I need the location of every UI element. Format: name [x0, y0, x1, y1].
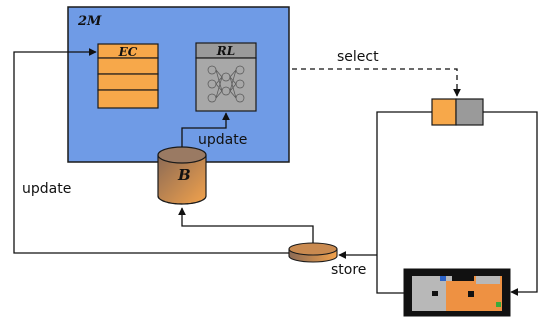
ec-module: EC — [97, 43, 159, 109]
select-label: select — [337, 49, 379, 65]
ec-label: EC — [118, 45, 138, 59]
environment-map — [403, 268, 511, 317]
neural-network-icon — [207, 65, 245, 103]
rl-module: RL — [195, 42, 257, 112]
selection-box — [431, 98, 484, 126]
buffer-label: B — [177, 166, 191, 184]
rl-update-label: update — [198, 132, 247, 148]
rl-label: RL — [216, 44, 235, 58]
left-update-label: update — [22, 181, 71, 197]
arrow-buffer-to-rl — [181, 112, 230, 147]
buffer-cylinder: B — [157, 146, 207, 205]
outer-box-label: 2M — [77, 14, 102, 29]
store-disc — [288, 242, 338, 263]
store-label: store — [331, 262, 366, 278]
line-select-to-env-left — [376, 111, 432, 294]
arrow-store-to-buffer — [178, 207, 314, 243]
arrow-store-to-ec — [13, 48, 289, 254]
arrow-select-to-env — [483, 111, 538, 296]
arrow-select — [292, 68, 461, 97]
